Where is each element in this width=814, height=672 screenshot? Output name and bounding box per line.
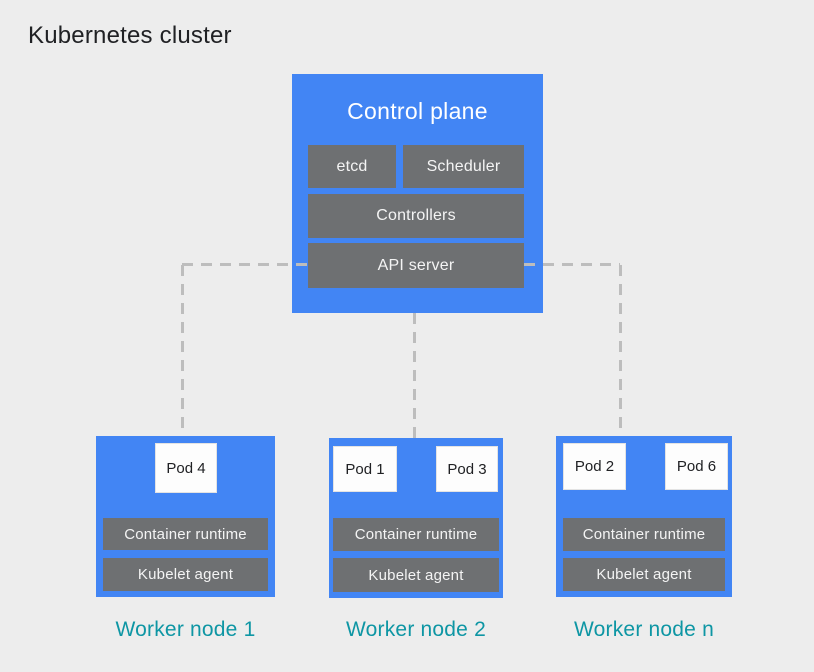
- worker-node-2-box: Pod 1 Pod 3 Container runtime Kubelet ag…: [329, 438, 503, 598]
- worker-node-1-label: Worker node 1: [115, 618, 256, 641]
- container-runtime-box: Container runtime: [563, 518, 725, 551]
- container-runtime-box: Container runtime: [333, 518, 499, 551]
- kubelet-agent-box: Kubelet agent: [333, 558, 499, 592]
- connector-right-vertical-line: [619, 265, 622, 436]
- pod-box: Pod 3: [436, 446, 498, 492]
- connector-left-vertical-line: [181, 265, 184, 436]
- worker-node-1: Pod 4 Container runtime Kubelet agent Wo…: [96, 436, 275, 661]
- kubelet-agent-box: Kubelet agent: [103, 558, 268, 591]
- control-plane-title: Control plane: [347, 98, 488, 124]
- worker-node-2: Pod 1 Pod 3 Container runtime Kubelet ag…: [329, 438, 503, 661]
- worker-node-2-label: Worker node 2: [346, 618, 486, 641]
- pod-box: Pod 4: [155, 443, 217, 493]
- scheduler-box: Scheduler: [403, 145, 524, 188]
- worker-node-n-label: Worker node n: [574, 618, 714, 641]
- worker-node-n-box: Pod 2 Pod 6 Container runtime Kubelet ag…: [556, 436, 732, 597]
- api-server-box: API server: [308, 243, 524, 288]
- control-plane-box: Control plane etcd Scheduler Controllers…: [292, 74, 543, 313]
- container-runtime-box: Container runtime: [103, 518, 268, 550]
- pod-box: Pod 1: [333, 446, 397, 492]
- worker-node-n: Pod 2 Pod 6 Container runtime Kubelet ag…: [556, 436, 732, 661]
- etcd-box: etcd: [308, 145, 396, 188]
- kubelet-agent-box: Kubelet agent: [563, 558, 725, 591]
- worker-node-1-box: Pod 4 Container runtime Kubelet agent: [96, 436, 275, 597]
- controllers-box: Controllers: [308, 194, 524, 238]
- diagram-title: Kubernetes cluster: [28, 22, 232, 49]
- pod-box: Pod 2: [563, 443, 626, 490]
- connector-center-vertical-line: [413, 313, 416, 438]
- pod-box: Pod 6: [665, 443, 728, 490]
